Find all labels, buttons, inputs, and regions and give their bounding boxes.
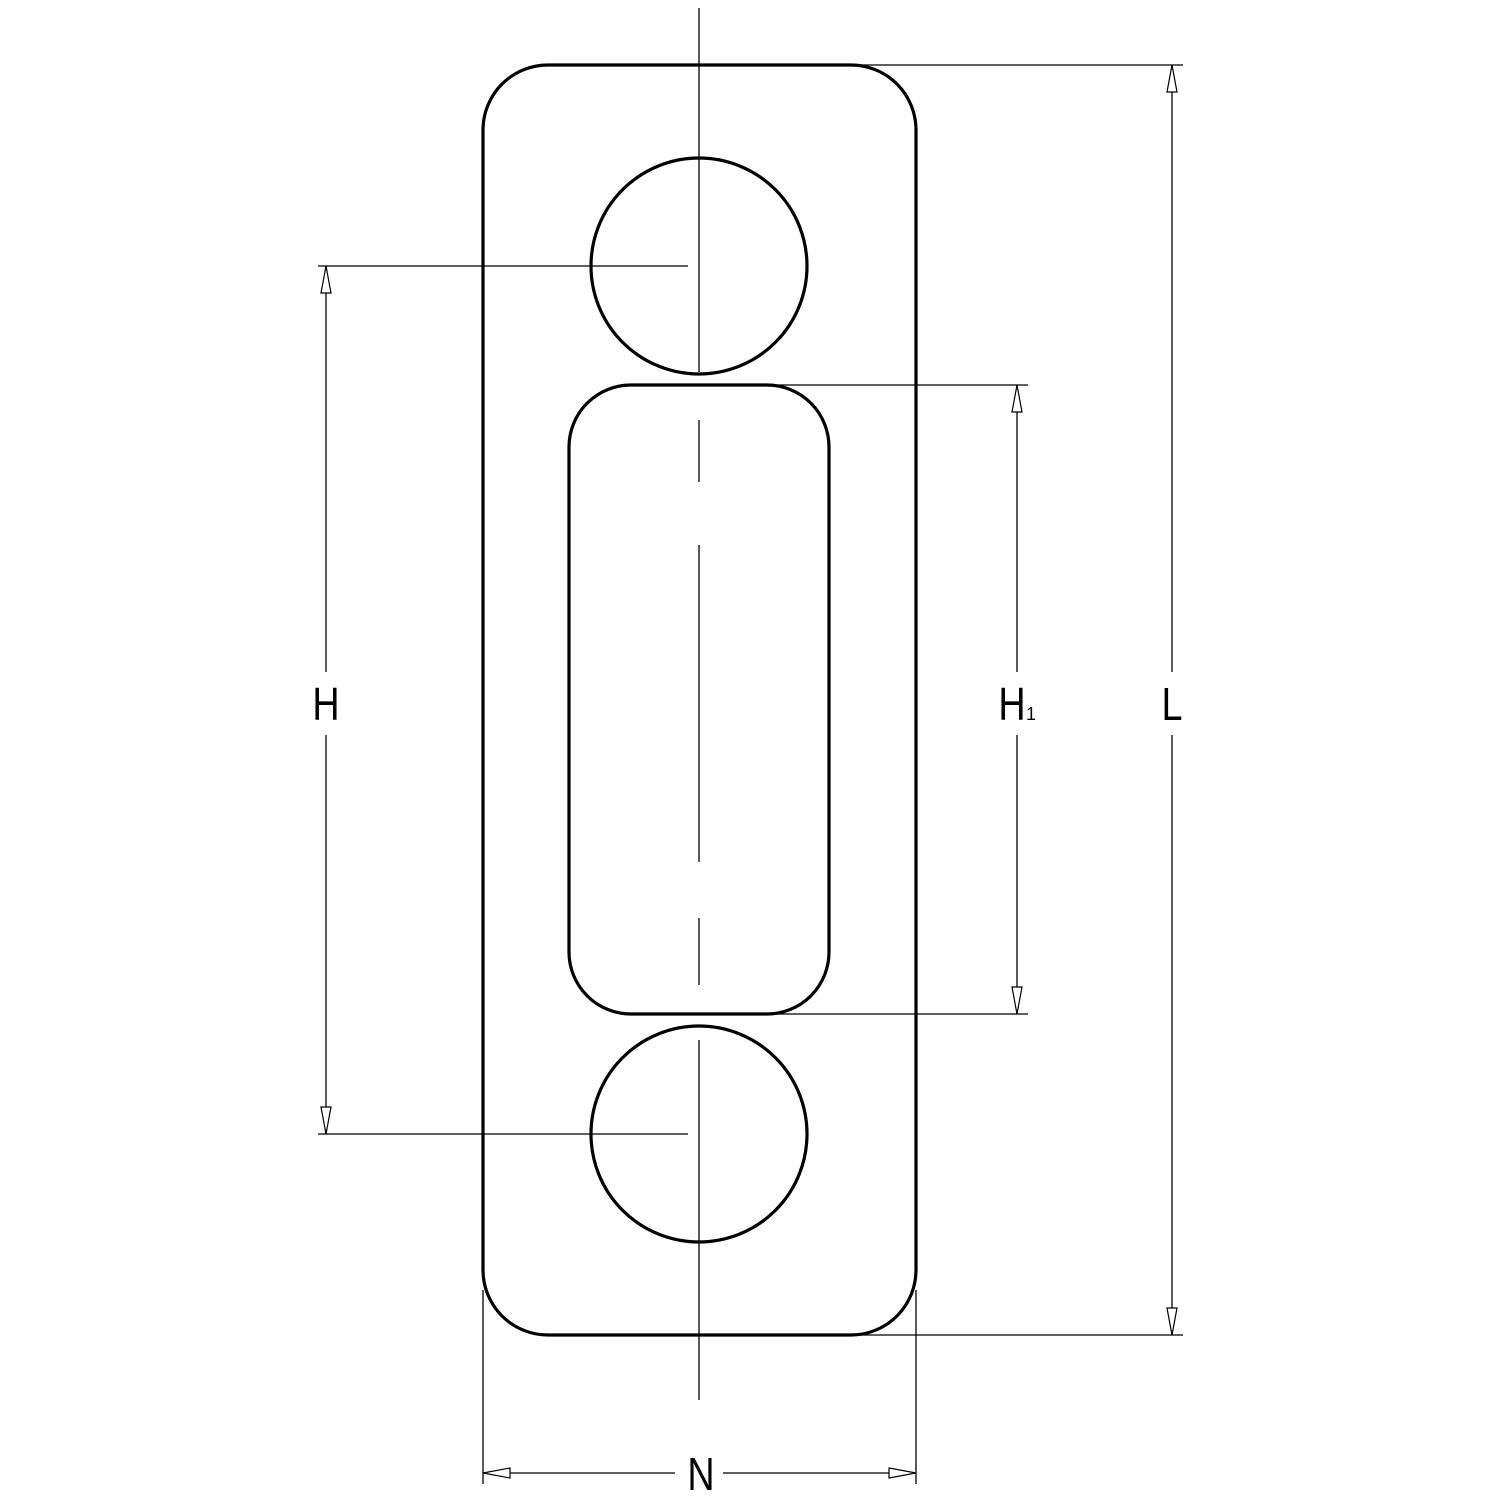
dimension-label-n: N	[687, 1448, 714, 1499]
dimension-h: H	[312, 265, 688, 1135]
dimension-h1: H 1	[760, 384, 1036, 1015]
dimension-label-l: L	[1162, 678, 1183, 729]
center-slot-outline	[567, 383, 831, 1016]
dimension-n: N	[482, 1290, 917, 1500]
dimension-label-h1: H	[998, 678, 1025, 729]
arrowhead	[1166, 64, 1178, 93]
arrowhead	[888, 1467, 917, 1479]
dimension-label-h: H	[312, 678, 339, 729]
dimension-label-h1-subscript: 1	[1026, 704, 1036, 724]
dimension-l: L	[860, 64, 1183, 1336]
arrowhead	[320, 265, 332, 294]
arrowhead	[482, 1467, 511, 1479]
arrowhead	[1011, 986, 1023, 1015]
arrowhead	[320, 1106, 332, 1135]
arrowhead	[1011, 384, 1023, 413]
arrowhead	[1166, 1307, 1178, 1336]
